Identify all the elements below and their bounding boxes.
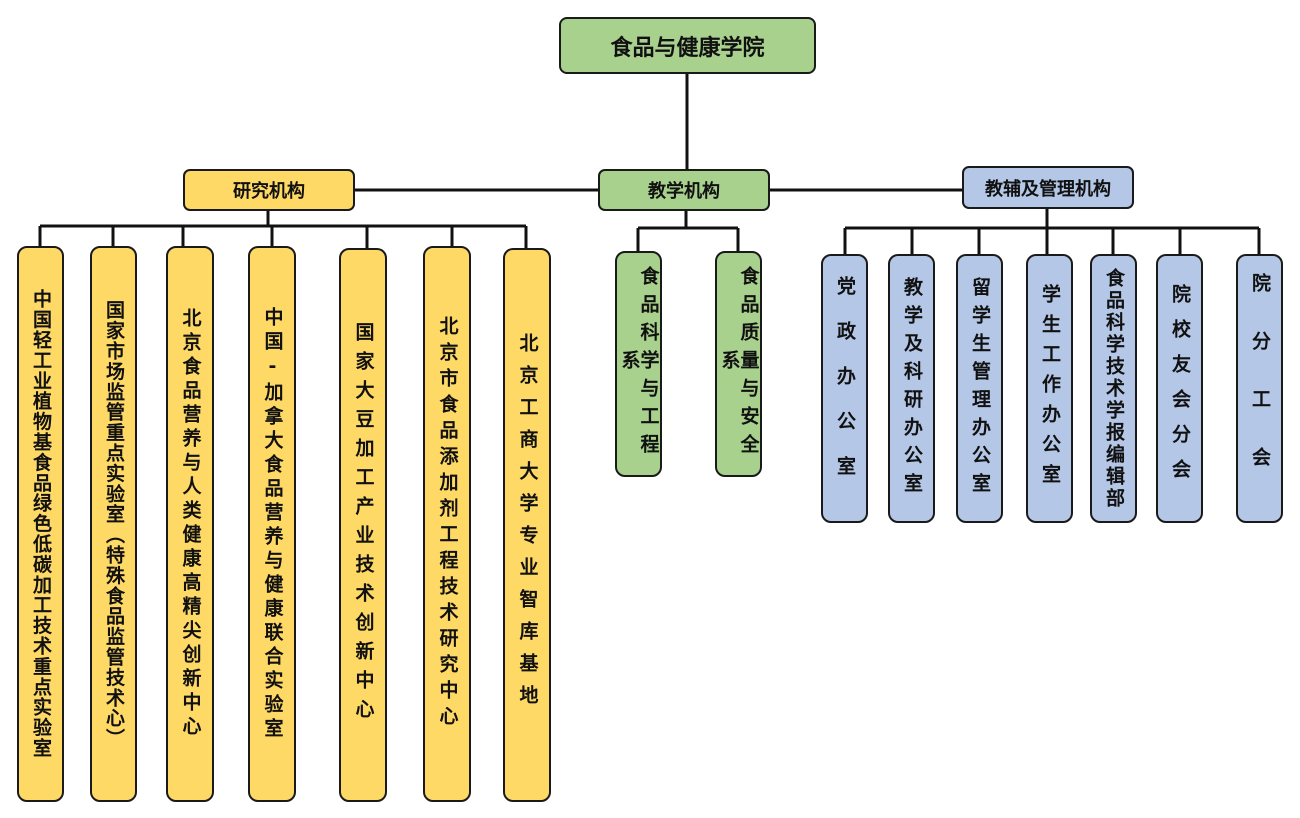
teaching-department: 食品质量与安全系 bbox=[715, 251, 762, 477]
admin-office-label: 院校友会分会 bbox=[1169, 283, 1191, 494]
research-unit-label: 中国轻工业植物基食品绿色低碳加工技术重点实验室 bbox=[30, 289, 52, 759]
research-unit-label: 北京工商大学专业智库基地 bbox=[516, 333, 539, 717]
teaching-department: 食品科学与工程系 bbox=[615, 251, 662, 477]
research-unit: 北京食品营养与人类健康高精尖创新中心 bbox=[166, 246, 214, 802]
root-label: 食品与健康学院 bbox=[610, 35, 765, 61]
admin-office: 教学及科研办公室 bbox=[888, 254, 935, 523]
research-unit: 北京市食品添加剂工程技术研究中心 bbox=[423, 246, 471, 802]
admin-office: 留学生管理办公室 bbox=[956, 254, 1003, 523]
research-unit-label: 北京市食品添加剂工程技术研究中心 bbox=[436, 316, 459, 732]
research-unit-label: 中国-加拿大食品营养与健康联合实验室 bbox=[261, 306, 284, 742]
admin-office-label: 留学生管理办公室 bbox=[969, 276, 991, 501]
branch-admin: 教辅及管理机构 bbox=[962, 166, 1134, 209]
admin-office: 院校友会分会 bbox=[1156, 254, 1203, 523]
research-unit-label: 国家市场监管重点实验室（特殊食品监管技术心） bbox=[103, 299, 125, 749]
admin-office-label: 党政办公室 bbox=[834, 276, 856, 501]
research-unit: 国家大豆加工产业技术创新中心 bbox=[339, 248, 387, 802]
research-unit: 中国-加拿大食品营养与健康联合实验室 bbox=[248, 246, 296, 802]
branch-admin-label: 教辅及管理机构 bbox=[985, 178, 1111, 200]
admin-office-label: 食品科学技术学报编辑部 bbox=[1103, 267, 1125, 510]
admin-office-label: 院分工会 bbox=[1249, 272, 1271, 505]
branch-research: 研究机构 bbox=[183, 169, 355, 211]
branch-research-label: 研究机构 bbox=[233, 181, 305, 202]
branch-teaching: 教学机构 bbox=[598, 169, 770, 211]
admin-office-label: 教学及科研办公室 bbox=[901, 276, 923, 501]
admin-office: 食品科学技术学报编辑部 bbox=[1090, 254, 1137, 523]
admin-office: 党政办公室 bbox=[821, 254, 868, 523]
admin-office: 院分工会 bbox=[1236, 254, 1283, 523]
branch-teaching-label: 教学机构 bbox=[648, 181, 720, 202]
research-unit: 中国轻工业植物基食品绿色低碳加工技术重点实验室 bbox=[17, 246, 64, 802]
research-unit-label: 国家大豆加工产业技术创新中心 bbox=[352, 322, 375, 728]
teaching-department-label: 食品科学与工程系 bbox=[618, 266, 660, 462]
admin-office-label: 学生工作办公室 bbox=[1039, 283, 1061, 494]
research-unit: 北京工商大学专业智库基地 bbox=[503, 248, 551, 802]
research-unit-label: 北京食品营养与人类健康高精尖创新中心 bbox=[179, 308, 202, 740]
teaching-department-label: 食品质量与安全系 bbox=[718, 266, 760, 462]
admin-office: 学生工作办公室 bbox=[1026, 254, 1073, 523]
root-node: 食品与健康学院 bbox=[559, 17, 816, 74]
research-unit: 国家市场监管重点实验室（特殊食品监管技术心） bbox=[90, 246, 137, 802]
